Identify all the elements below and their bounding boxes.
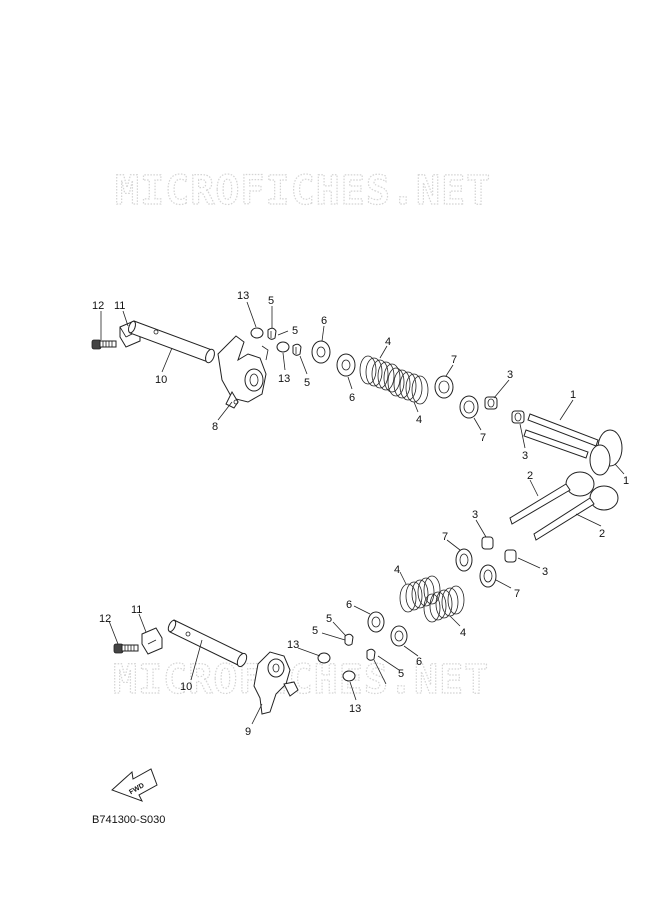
callout-13-lower-b: 13 — [349, 703, 361, 715]
retainer-6-upper-b[interactable] — [336, 353, 356, 377]
callout-12-upper: 12 — [92, 300, 104, 312]
callout-3-lower-a: 3 — [472, 509, 478, 521]
keeper-5-upper-a[interactable] — [267, 327, 277, 340]
callout-10-lower: 10 — [180, 681, 192, 693]
callout-6-upper-a: 6 — [321, 315, 327, 327]
spring-4-upper-a[interactable] — [359, 355, 401, 393]
callout-9: 9 — [245, 726, 251, 738]
spring-4-lower-a[interactable] — [399, 575, 441, 613]
keeper-5-upper-b[interactable] — [292, 343, 302, 356]
callout-10-upper: 10 — [155, 374, 167, 386]
callout-1-upper-a: 1 — [570, 389, 576, 401]
seal-3-upper-b[interactable] — [511, 410, 525, 424]
retainer-6-lower-a[interactable] — [367, 611, 385, 633]
spring-4-lower-b[interactable] — [423, 585, 465, 623]
callout-4-upper-a: 4 — [385, 336, 391, 348]
callout-11-lower: 11 — [131, 604, 142, 616]
callout-6-lower-a: 6 — [346, 599, 352, 611]
clip-11-lower[interactable] — [141, 627, 163, 655]
callout-13-upper-b: 13 — [278, 373, 290, 385]
watermark-bottom: MICROFICHES.NET — [113, 657, 489, 703]
callout-2-lower-a: 2 — [527, 470, 533, 482]
keeper-5-lower-a[interactable] — [344, 633, 354, 646]
callout-5-lower-a: 5 — [326, 613, 332, 625]
callout-3-upper-b: 3 — [522, 450, 528, 462]
valve-1-upper-b[interactable] — [523, 429, 611, 476]
shaft-10-upper[interactable] — [127, 320, 216, 364]
callout-7-upper-a: 7 — [451, 354, 457, 366]
callout-5-lower-b: 5 — [312, 625, 318, 637]
cap-13-lower-a[interactable] — [317, 652, 331, 664]
valve-2-lower-b[interactable] — [533, 485, 619, 541]
callouts: 12 11 10 13 5 5 13 5 6 6 4 4 7 7 3 3 1 1… — [92, 290, 629, 738]
callout-3-lower-b: 3 — [542, 566, 548, 578]
shaft-10-lower[interactable] — [167, 619, 249, 668]
callout-2-lower-b: 2 — [599, 528, 605, 540]
seal-3-lower-a[interactable] — [481, 536, 494, 550]
callout-5-upper-c: 5 — [304, 377, 310, 389]
callout-3-upper-a: 3 — [507, 369, 513, 381]
callout-6-upper-b: 6 — [349, 392, 355, 404]
seat-7-lower-a[interactable] — [455, 548, 473, 572]
watermark-top: MICROFICHES.NET — [115, 168, 491, 214]
seal-3-upper-a[interactable] — [484, 396, 498, 410]
rocker-arm-8[interactable] — [217, 335, 269, 409]
keeper-5-lower-b[interactable] — [366, 648, 376, 661]
seat-7-upper-b[interactable] — [459, 395, 479, 419]
callout-4-lower-a: 4 — [394, 564, 400, 576]
diagram-code: B741300-S030 — [92, 814, 165, 826]
callout-7-lower-b: 7 — [514, 588, 520, 600]
callout-7-lower-a: 7 — [442, 531, 448, 543]
callout-4-upper-b: 4 — [416, 414, 422, 426]
seat-7-upper-a[interactable] — [434, 375, 454, 399]
callout-8: 8 — [212, 421, 218, 433]
callout-5-lower-c: 5 — [398, 668, 404, 680]
bolt-12-upper[interactable] — [91, 339, 117, 350]
seat-7-lower-b[interactable] — [479, 564, 497, 588]
retainer-6-lower-b[interactable] — [390, 625, 408, 647]
callout-4-lower-b: 4 — [460, 627, 466, 639]
callout-13-lower-a: 13 — [287, 639, 299, 651]
callout-1-upper-b: 1 — [623, 475, 629, 487]
bolt-12-lower[interactable] — [113, 643, 139, 654]
cap-13-upper-a[interactable] — [250, 327, 264, 339]
rocker-arm-9[interactable] — [253, 651, 299, 715]
callout-5-upper-a: 5 — [268, 295, 274, 307]
retainer-6-upper-a[interactable] — [311, 340, 331, 364]
callout-5-upper-b: 5 — [292, 325, 298, 337]
callout-11-upper: 11 — [114, 300, 125, 312]
callout-13-upper-a: 13 — [237, 290, 249, 302]
seal-3-lower-b[interactable] — [504, 549, 517, 563]
callout-12-lower: 12 — [99, 613, 111, 625]
cap-13-upper-b[interactable] — [276, 341, 290, 353]
valve-2-lower-a[interactable] — [509, 471, 595, 525]
cap-13-lower-b[interactable] — [342, 670, 356, 682]
fwd-arrow-icon: FWD — [111, 768, 158, 802]
callout-6-lower-b: 6 — [416, 656, 422, 668]
callout-7-upper-b: 7 — [480, 432, 486, 444]
leader-lines — [100, 301, 625, 725]
